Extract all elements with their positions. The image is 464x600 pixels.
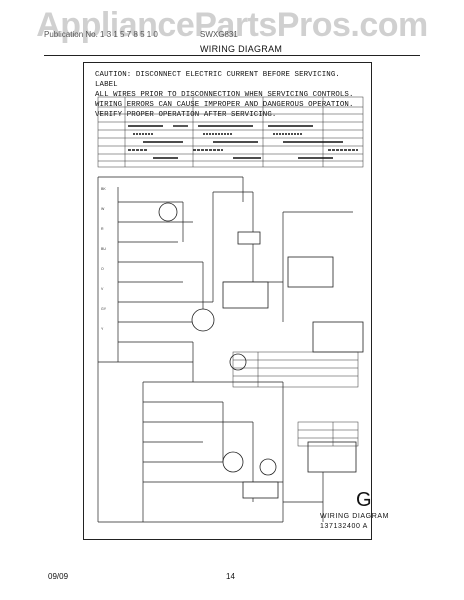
- page-title: WIRING DIAGRAM: [200, 44, 283, 54]
- diagram-letter: G: [356, 489, 372, 511]
- timer-chart: [97, 96, 364, 168]
- caution-line: WIRING ERRORS CAN CAUSE IMPROPER AND DAN…: [95, 101, 354, 109]
- watermark: AppliancePartsPros.com: [36, 6, 428, 44]
- publication-number: Publication No. 1 3 1 5 7 8 5 1 0: [44, 30, 158, 39]
- title-divider: [44, 55, 420, 56]
- svg-text:W: W: [101, 207, 105, 211]
- components: [158, 202, 364, 499]
- svg-text:BK: BK: [101, 187, 106, 191]
- part-number: 137132400 A: [320, 523, 368, 530]
- svg-text:Y: Y: [101, 327, 104, 331]
- page-number: 14: [226, 572, 235, 581]
- model-number: SWXG831: [200, 30, 238, 39]
- caution-notice: CAUTION: DISCONNECT ELECTRIC CURRENT BEF…: [95, 70, 360, 120]
- diagram-frame: [83, 62, 372, 540]
- wiring-schematic: BK W R BU O V GY Y: [97, 96, 364, 523]
- cycle-table: [232, 351, 359, 388]
- svg-text:BU: BU: [101, 247, 106, 251]
- svg-text:O: O: [101, 267, 104, 271]
- svg-text:GY: GY: [101, 307, 107, 311]
- caution-line: VERIFY PROPER OPERATION AFTER SERVICING.: [95, 111, 277, 119]
- wire-labels: BK W R BU O V GY Y: [101, 187, 107, 331]
- caution-line: CAUTION: DISCONNECT ELECTRIC CURRENT BEF…: [95, 71, 340, 89]
- diagram-label: WIRING DIAGRAM: [320, 513, 390, 520]
- fabric-selector-table: [297, 421, 359, 447]
- timer-bars: [128, 125, 358, 159]
- caution-line: ALL WIRES PRIOR TO DISCONNECTION WHEN SE…: [95, 91, 354, 99]
- svg-text:R: R: [101, 227, 104, 231]
- svg-text:V: V: [101, 287, 104, 291]
- footer-date: 09/09: [48, 572, 69, 581]
